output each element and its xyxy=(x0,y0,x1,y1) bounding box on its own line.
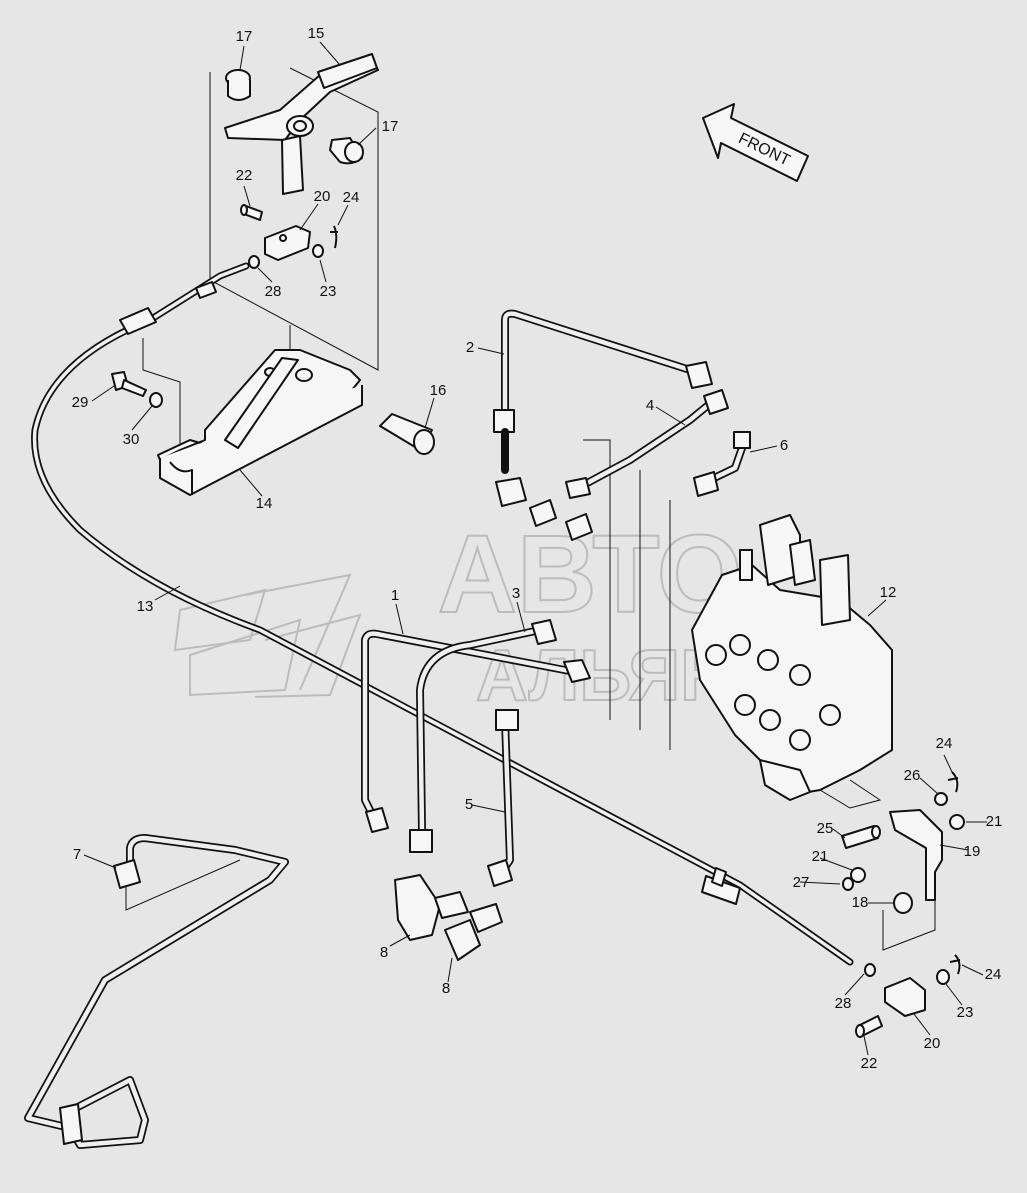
callout-28: 28 xyxy=(265,283,282,300)
assembly-guide-lines xyxy=(125,67,936,951)
callout-28: 28 xyxy=(835,995,852,1012)
callout-15: 15 xyxy=(308,25,325,42)
bushing-17-right xyxy=(329,137,364,165)
callout-8: 8 xyxy=(380,944,388,961)
callout-26: 26 xyxy=(904,767,921,784)
control-valve-12 xyxy=(691,514,893,801)
control-cable-13 xyxy=(31,262,854,966)
tube-4 xyxy=(565,389,729,499)
washer-27 xyxy=(842,877,854,891)
pin-22-upper xyxy=(240,204,263,221)
tube-7 xyxy=(24,834,289,1149)
callout-17: 17 xyxy=(236,28,253,45)
washer-30 xyxy=(149,392,163,408)
callout-20: 20 xyxy=(314,188,331,205)
bracket-14 xyxy=(157,349,363,496)
tube-1 xyxy=(361,629,591,833)
bushing-18 xyxy=(893,892,913,914)
washer-21-left xyxy=(850,867,866,883)
washer-21-right xyxy=(949,814,965,830)
callout-22: 22 xyxy=(861,1055,878,1072)
callout-29: 29 xyxy=(72,394,89,411)
callout-21: 21 xyxy=(986,813,1003,830)
nut-28-upper xyxy=(248,255,260,269)
tube-5 xyxy=(487,709,519,887)
callout-7: 7 xyxy=(73,846,81,863)
callout-5: 5 xyxy=(465,796,473,813)
callout-27: 27 xyxy=(793,874,810,891)
front-arrow: FRONT xyxy=(702,103,809,182)
tube-2 xyxy=(493,309,713,507)
washer-26 xyxy=(934,792,948,806)
callout-6: 6 xyxy=(780,437,788,454)
pin-22-lower xyxy=(855,1015,883,1038)
tube-6 xyxy=(693,431,751,497)
clevis-20-lower xyxy=(884,977,926,1017)
callout-17: 17 xyxy=(382,118,399,135)
callout-24: 24 xyxy=(343,189,360,206)
adapters-upper xyxy=(529,499,593,541)
clevis-20-upper xyxy=(264,225,311,261)
callout-30: 30 xyxy=(123,431,140,448)
callout-8: 8 xyxy=(442,980,450,997)
callout-1: 1 xyxy=(391,587,399,604)
pin-16 xyxy=(379,413,435,455)
callout-18: 18 xyxy=(852,894,869,911)
callout-20: 20 xyxy=(924,1035,941,1052)
washer-23-lower xyxy=(936,969,950,985)
callout-23: 23 xyxy=(320,283,337,300)
cotter-pin-24-upper xyxy=(330,225,338,249)
pin-25 xyxy=(841,825,881,849)
callout-21: 21 xyxy=(812,848,829,865)
callout-23: 23 xyxy=(957,1004,974,1021)
tube-3 xyxy=(409,619,557,853)
elbow-8-right xyxy=(444,903,503,961)
callout-4: 4 xyxy=(646,397,654,414)
callout-24: 24 xyxy=(985,966,1002,983)
callout-14: 14 xyxy=(256,495,273,512)
callout-2: 2 xyxy=(466,339,474,356)
pedal-15 xyxy=(224,53,379,195)
callout-22: 22 xyxy=(236,167,253,184)
watermark: АВТО АЛЬЯНС xyxy=(173,512,785,717)
callout-19: 19 xyxy=(964,843,981,860)
callout-13: 13 xyxy=(137,598,154,615)
cotter-pin-24-mid xyxy=(947,771,959,793)
callout-labels: 17 15 17 22 20 24 28 23 29 30 16 14 2 4 … xyxy=(72,25,1003,1072)
callout-16: 16 xyxy=(430,382,447,399)
callout-24: 24 xyxy=(936,735,953,752)
washer-23-upper xyxy=(312,244,324,258)
nut-28-lower xyxy=(864,963,876,977)
elbow-8-left xyxy=(394,874,469,941)
callout-3: 3 xyxy=(512,585,520,602)
callout-25: 25 xyxy=(817,820,834,837)
callout-12: 12 xyxy=(880,584,897,601)
bushing-17-top xyxy=(225,69,251,101)
cotter-pin-24-lower xyxy=(949,954,961,975)
bracket-19 xyxy=(889,809,943,901)
bolt-29 xyxy=(111,371,147,397)
leader-lines xyxy=(83,41,987,1056)
